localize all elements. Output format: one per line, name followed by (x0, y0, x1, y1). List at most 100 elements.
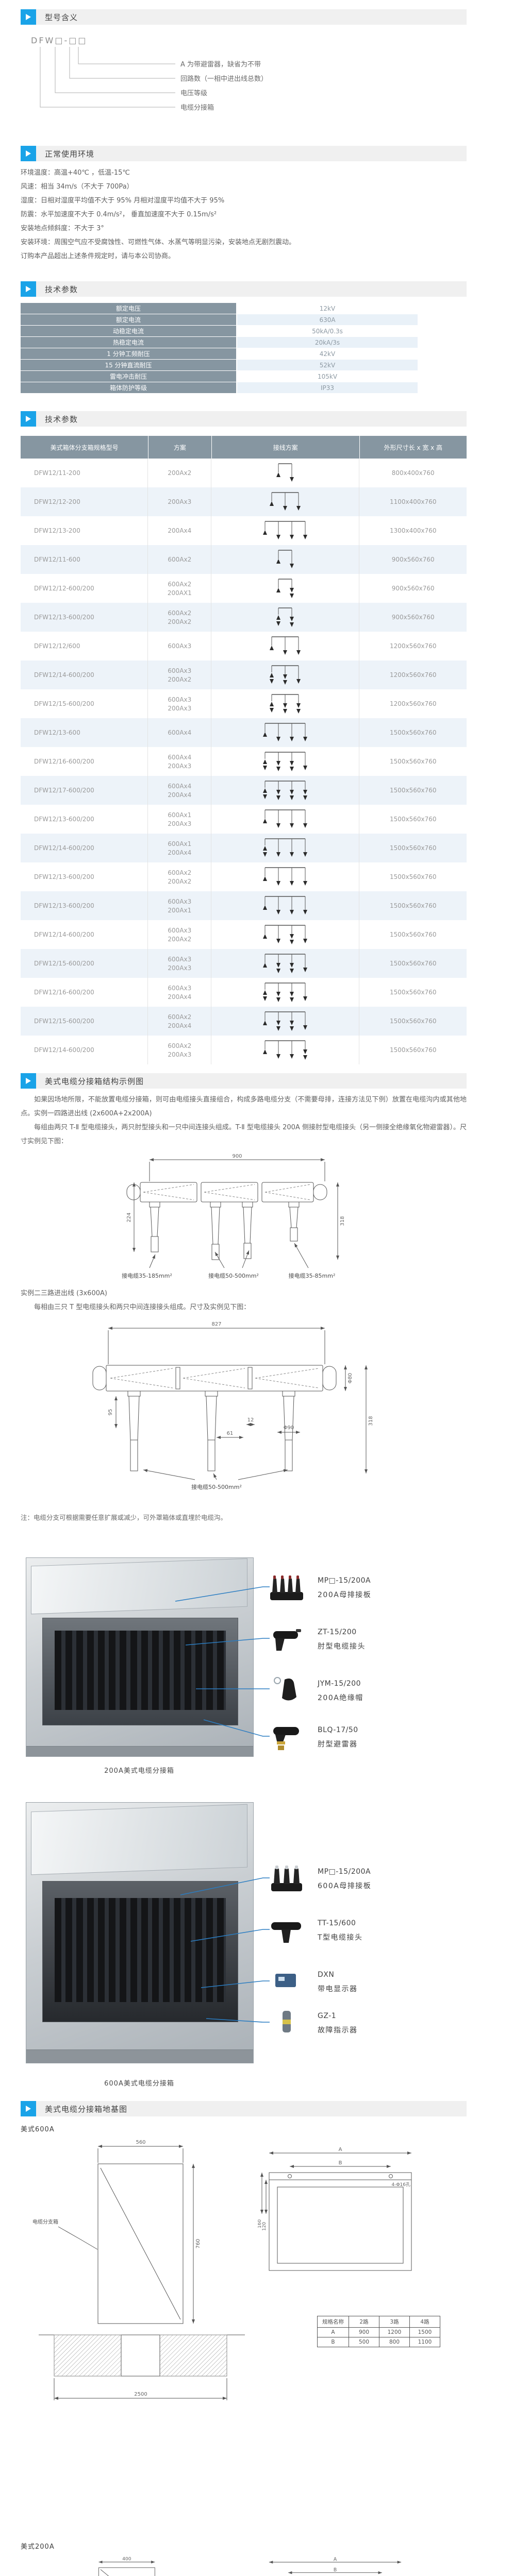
wiring-diagram (276, 607, 294, 627)
ftable-header: 规格名称 (317, 2316, 349, 2328)
spec-scheme-line: 200Ax4 (168, 791, 192, 799)
section-title-spec: 技术参数 (45, 414, 78, 424)
spec-scheme-line: 600Ax2 (168, 609, 192, 617)
structure-paragraph: 每组由两只 T-Ⅱ 型电缆接头，两只肘型接头和一只中间连接头组成。T-Ⅱ 型电缆… (21, 1124, 467, 1145)
wiring-diagram (263, 752, 308, 771)
wiring-diagram (270, 636, 301, 655)
foundation-elevation-200a: 400 电缆分支箱 2500 (98, 2556, 155, 2576)
cabinet-cavity (42, 1880, 239, 2023)
param-label: 15 分钟直流耐压 (21, 360, 236, 370)
part-model: GZ-1 (318, 2011, 337, 2020)
spec-scheme-line: 200Ax4 (168, 1022, 192, 1029)
spec-scheme-line: 200Ax4 (168, 527, 192, 534)
part-model: DXN (318, 1970, 335, 1979)
wiring-diagram (263, 809, 308, 828)
foundation-200a: 400 电缆分支箱 2500 A B 4-Φ16孔 规格名称2路3路4路A800… (21, 2555, 467, 2576)
param-value: 105kV (237, 371, 418, 382)
spec-scheme-line: 200Ax2 (168, 469, 192, 477)
env-line: 订购本产品超出上述条件规定时，请与本公司协商。 (21, 252, 175, 260)
model-branch-label: 电缆分接箱 (180, 104, 214, 112)
param-label: 1 分钟工频耐压 (21, 348, 236, 359)
ftable-header: 2路 (349, 2316, 379, 2328)
spec-scheme-line: 200Ax2 (168, 935, 192, 943)
wiring-diagram (263, 521, 308, 539)
section-title-foundation: 美式电缆分接箱地基图 (45, 2104, 128, 2114)
spec-table: 美式箱体分支箱规格型号 方案 接线方案 外形尺寸长 x 宽 x 高 DFW12/… (21, 436, 467, 1064)
spec-dims: 1300x400x760 (389, 527, 437, 534)
cable-label: 接电缆35-85mm² (289, 1273, 336, 1279)
spec-scheme: 600Ax3 (148, 632, 212, 660)
section-band-env: 正常使用环境 (21, 146, 467, 161)
part-model: MP□-15/200A (318, 1867, 371, 1876)
spec-scheme-line: 200Ax3 (168, 704, 192, 712)
spec-model: DFW12/12/600 (21, 632, 148, 660)
ftable-cell: 1100 (409, 2337, 440, 2347)
spec-model: DFW12/15-600/200 (21, 949, 148, 978)
spec-model: DFW12/13-600/200 (21, 862, 148, 891)
foundation-label-600a: 美式600A (21, 2126, 55, 2133)
spec-scheme-line: 600Ax2 (168, 556, 192, 563)
spec-wiring (211, 776, 360, 805)
wiring-diagram (263, 781, 308, 800)
spec-scheme-line: 200Ax2 (168, 877, 192, 885)
dim-phi90: Φ90 (284, 1425, 294, 1431)
wiring-diagram (276, 579, 294, 598)
spec-model: DFW12/12-200 (21, 487, 148, 516)
dim-b: B (334, 2567, 337, 2573)
dim-160: 160 (258, 2219, 262, 2228)
spec-wiring (211, 978, 360, 1007)
wiring-diagram (263, 1040, 308, 1060)
dim-a: A (334, 2556, 337, 2562)
cabinet-base (26, 1745, 253, 1756)
spec-scheme-line: 200AX1 (167, 589, 192, 597)
dim-120: 120 (262, 2222, 267, 2231)
section-title-model: 型号含义 (45, 12, 78, 22)
spec-model: DFW12/14-600/200 (21, 660, 148, 689)
spec-dims: 1500x560x760 (389, 1046, 437, 1054)
wiring-diagram (270, 492, 301, 511)
spec-scheme-line: 600Ax3 (168, 897, 192, 905)
structure-note: 注：电缆分支可根据需要任意扩展或减少，可外罩箱体或直埋於电缆沟。 (21, 1514, 227, 1521)
spec-dims: 1500x560x760 (389, 844, 437, 852)
foundation-600a: 560 760 电缆分支箱 2500 A B 160 120 4-Φ16孔 规格… (21, 2138, 467, 2432)
spec-wiring (211, 747, 360, 776)
wiring-diagram (276, 550, 294, 568)
wiring-diagram (270, 665, 301, 685)
ftable-cell: 1200 (379, 2327, 410, 2337)
wiring-diagram (263, 954, 308, 973)
wiring-diagram (276, 463, 294, 482)
spec-model: DFW12/14-600/200 (21, 920, 148, 949)
spec-wiring (211, 718, 360, 747)
spec-wiring (211, 920, 360, 949)
section-band-spec: 技术参数 (21, 411, 467, 427)
env-line: 风速：相当 34m/s（不大于 700Pa） (21, 183, 134, 191)
section-title-structure: 美式电缆分接箱结构示例图 (45, 1076, 144, 1086)
cap-image (268, 1673, 305, 1708)
dim-827: 827 (211, 1321, 221, 1327)
spec-dims: 900x560x760 (391, 614, 435, 621)
spec-scheme-line: 200Ax3 (168, 762, 192, 770)
